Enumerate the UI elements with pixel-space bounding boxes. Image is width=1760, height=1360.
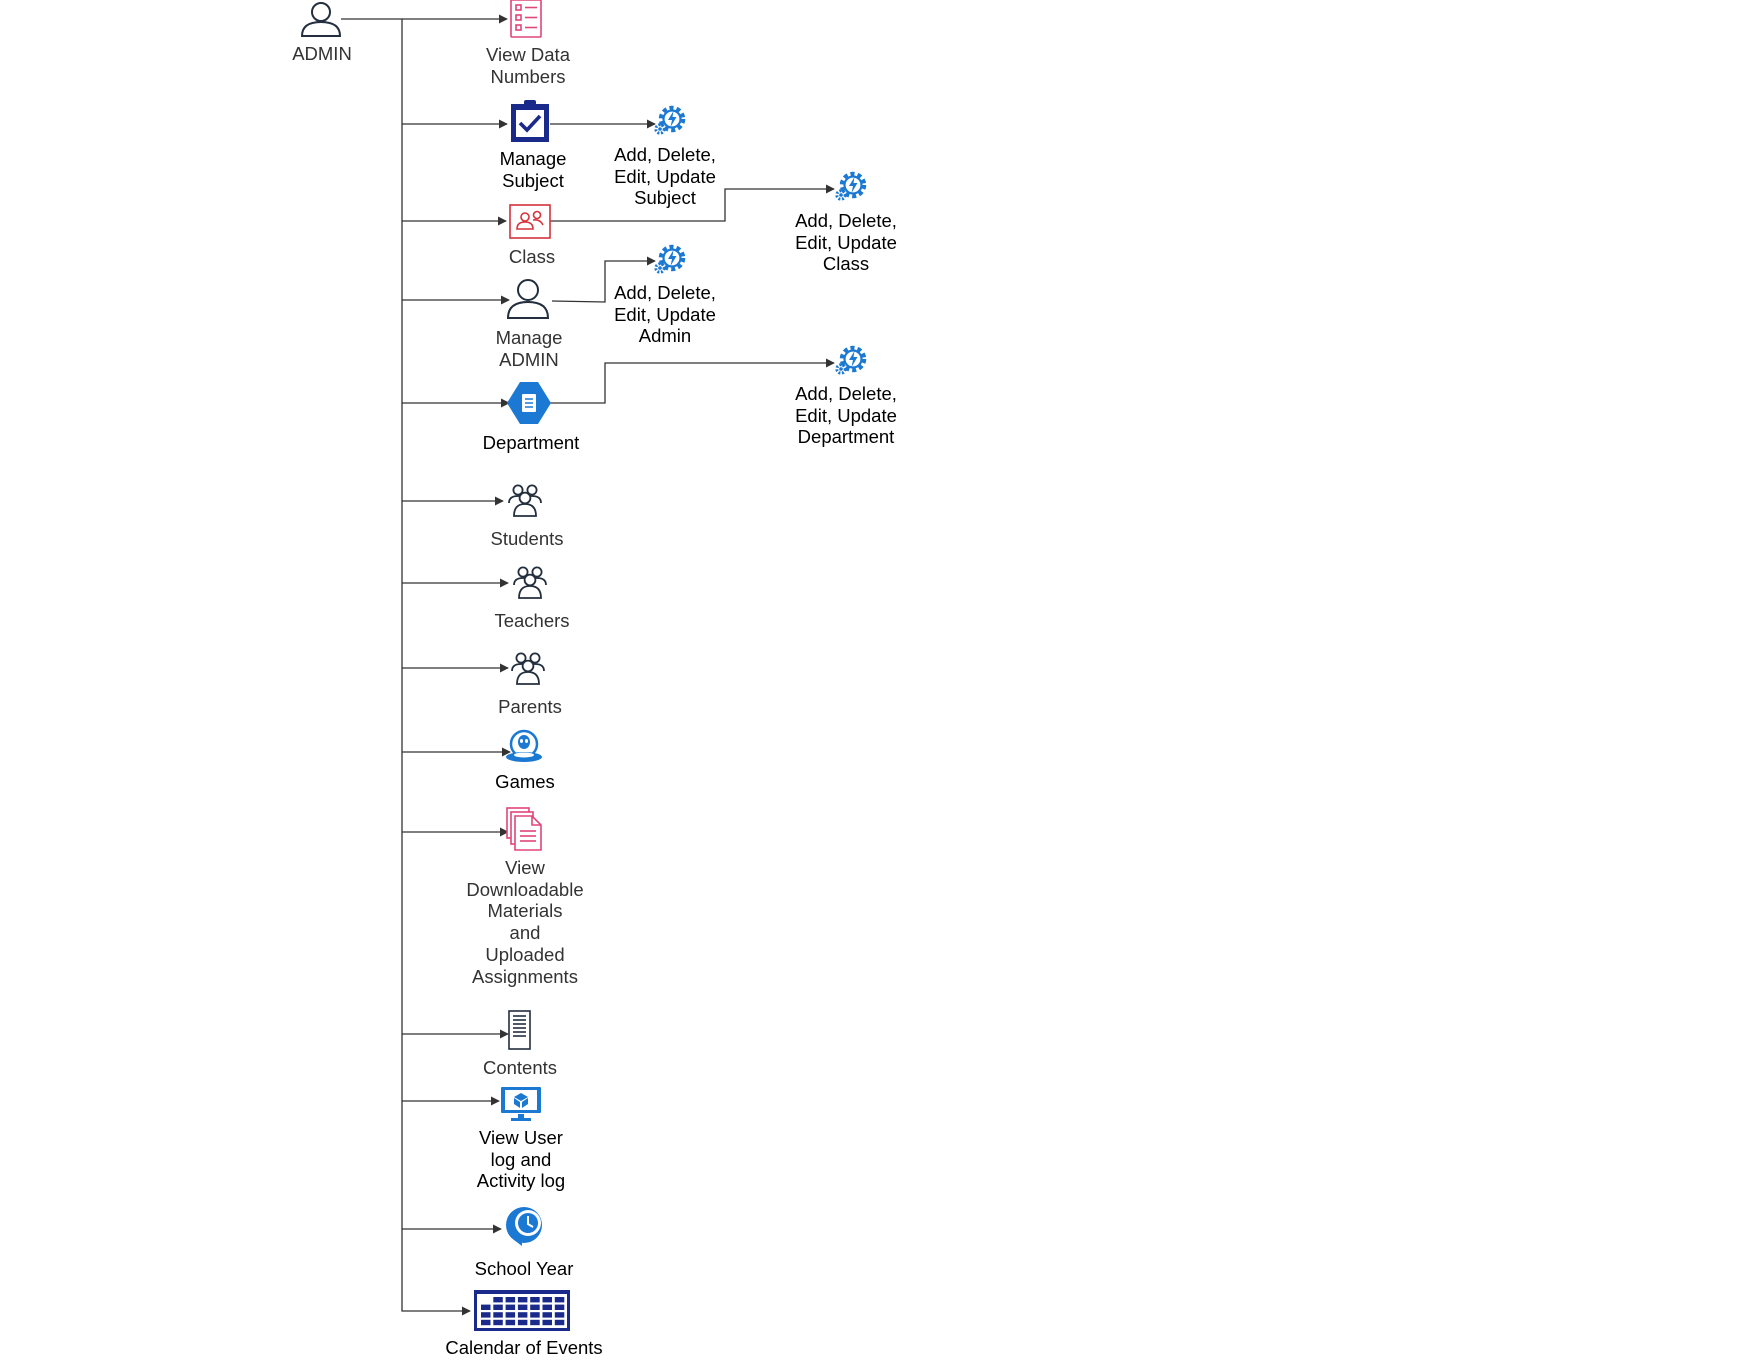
calendar-cell	[505, 1304, 516, 1310]
manage-subject-label: Manage Subject	[499, 148, 567, 191]
contents-label: Contents	[482, 1057, 558, 1078]
edge-department-actions	[549, 358, 835, 404]
calendar-cell	[554, 1297, 565, 1303]
calendar-cell	[517, 1312, 528, 1318]
games-label: Games	[495, 771, 555, 792]
alien-ufo-icon	[506, 729, 542, 762]
calendar-cell	[493, 1304, 503, 1310]
calendar-cell	[505, 1312, 516, 1318]
calendar-cell	[517, 1319, 528, 1326]
class-actions-label: Add, Delete, Edit, Update Class	[795, 210, 897, 275]
admin-root-label: ADMIN	[292, 43, 352, 64]
department-actions-gear-bolt-icon	[837, 348, 864, 373]
checklist-icon	[510, 0, 542, 38]
calendar-cell	[505, 1319, 516, 1326]
edge-class-actions	[550, 184, 835, 222]
parents-label: Parents	[498, 696, 562, 717]
calendar-cell	[530, 1312, 540, 1318]
admin-user-icon	[300, 2, 342, 37]
clipboard-check-icon	[511, 100, 549, 142]
students-label: Students	[490, 528, 564, 549]
subject-actions-gear-bolt-icon	[656, 108, 683, 133]
contact-card-icon	[509, 204, 551, 239]
manage-admin-label: Manage ADMIN	[495, 327, 563, 370]
clock-icon	[506, 1207, 542, 1246]
calendar-cell	[493, 1297, 503, 1303]
calendar-cell	[530, 1297, 540, 1303]
edge-root-trunk	[341, 18, 471, 1316]
calendar-cell	[517, 1304, 528, 1310]
calendar-cell	[554, 1319, 565, 1326]
calendar-cell	[542, 1312, 552, 1318]
department-label: Department	[482, 432, 580, 453]
parents-users-group-icon	[511, 652, 545, 685]
teachers-users-group-icon	[513, 566, 547, 599]
calendar-cell	[505, 1297, 516, 1303]
calendar-cell	[517, 1297, 528, 1303]
school-year-label: School Year	[474, 1258, 574, 1279]
admin-actions-gear-bolt-icon	[656, 247, 683, 272]
calendar-cell	[542, 1319, 552, 1326]
calendar-cell	[493, 1319, 503, 1326]
edge-admin-actions	[551, 256, 656, 303]
calendar-cell	[530, 1304, 540, 1310]
calendar-cell	[542, 1304, 552, 1310]
calendar-cell	[481, 1312, 491, 1318]
teachers-label: Teachers	[494, 610, 570, 631]
user-log-label: View User log and Activity log	[476, 1127, 566, 1192]
calendar-cell	[554, 1312, 565, 1318]
monitor-icon	[501, 1087, 541, 1121]
connectors	[341, 14, 835, 1316]
admin-actions-label: Add, Delete, Edit, Update Admin	[614, 282, 716, 347]
documents-stack-icon	[506, 807, 542, 851]
calendar-label: Calendar of Events	[445, 1337, 603, 1358]
class-actions-gear-bolt-icon	[837, 174, 864, 199]
subject-actions-label: Add, Delete, Edit, Update Subject	[614, 144, 716, 209]
view-data-numbers-label: View Data Numbers	[486, 44, 570, 87]
calendar-cell	[530, 1319, 540, 1326]
calendar-cell	[481, 1304, 491, 1310]
calendar-cell	[542, 1297, 552, 1303]
downloadable-label: View Downloadable Materials and Uploaded…	[466, 857, 584, 987]
calendar-grid-icon	[474, 1290, 570, 1331]
calendar-cell	[493, 1312, 503, 1318]
students-users-group-icon	[508, 484, 542, 517]
document-hexagon-icon	[507, 382, 551, 424]
calendar-cell	[554, 1304, 565, 1310]
user-icon	[506, 279, 550, 319]
class-label: Class	[508, 246, 556, 267]
text-document-icon	[508, 1010, 531, 1050]
department-actions-label: Add, Delete, Edit, Update Department	[795, 383, 897, 448]
calendar-cell	[481, 1319, 491, 1326]
